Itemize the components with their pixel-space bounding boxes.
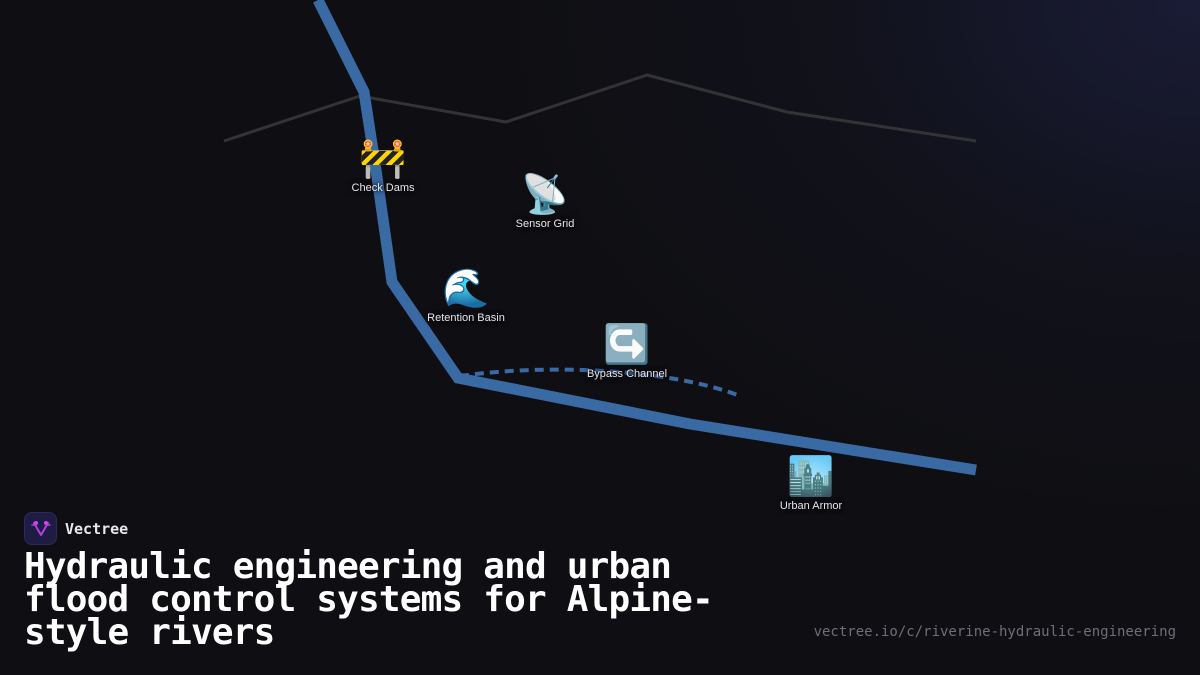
marker-retention-basin[interactable]: 🌊 Retention Basin	[427, 266, 505, 324]
brand-name: Vectree	[65, 519, 129, 538]
marker-label: Check Dams	[351, 182, 415, 194]
right-hook-arrow-icon: ↪️	[603, 322, 651, 366]
source-url[interactable]: vectree.io/c/riverine-hydraulic-engineer…	[813, 624, 1176, 640]
construction-barrier-icon: 🚧	[359, 136, 407, 180]
ridge-line	[223, 73, 977, 143]
marker-bypass-channel[interactable]: ↪️ Bypass Channel	[587, 322, 667, 380]
marker-label: Urban Armor	[779, 500, 843, 512]
marker-check-dams[interactable]: 🚧 Check Dams	[352, 136, 415, 194]
marker-label: Sensor Grid	[515, 218, 575, 230]
marker-urban-armor[interactable]: 🏙️ Urban Armor	[780, 454, 842, 512]
main-river-channel	[313, 0, 977, 476]
brand[interactable]: Vectree	[24, 512, 128, 545]
page-title: Hydraulic engineering and urban flood co…	[24, 546, 714, 653]
marker-label: Retention Basin	[427, 312, 505, 324]
bypass-channel-path	[459, 367, 741, 398]
marker-label: Bypass Channel	[586, 368, 668, 380]
cityscape-icon: 🏙️	[787, 454, 835, 498]
satellite-dish-icon: 📡	[521, 172, 569, 216]
water-wave-icon: 🌊	[442, 266, 490, 310]
marker-sensor-grid[interactable]: 📡 Sensor Grid	[516, 172, 575, 230]
vectree-fork-icon	[24, 512, 57, 545]
